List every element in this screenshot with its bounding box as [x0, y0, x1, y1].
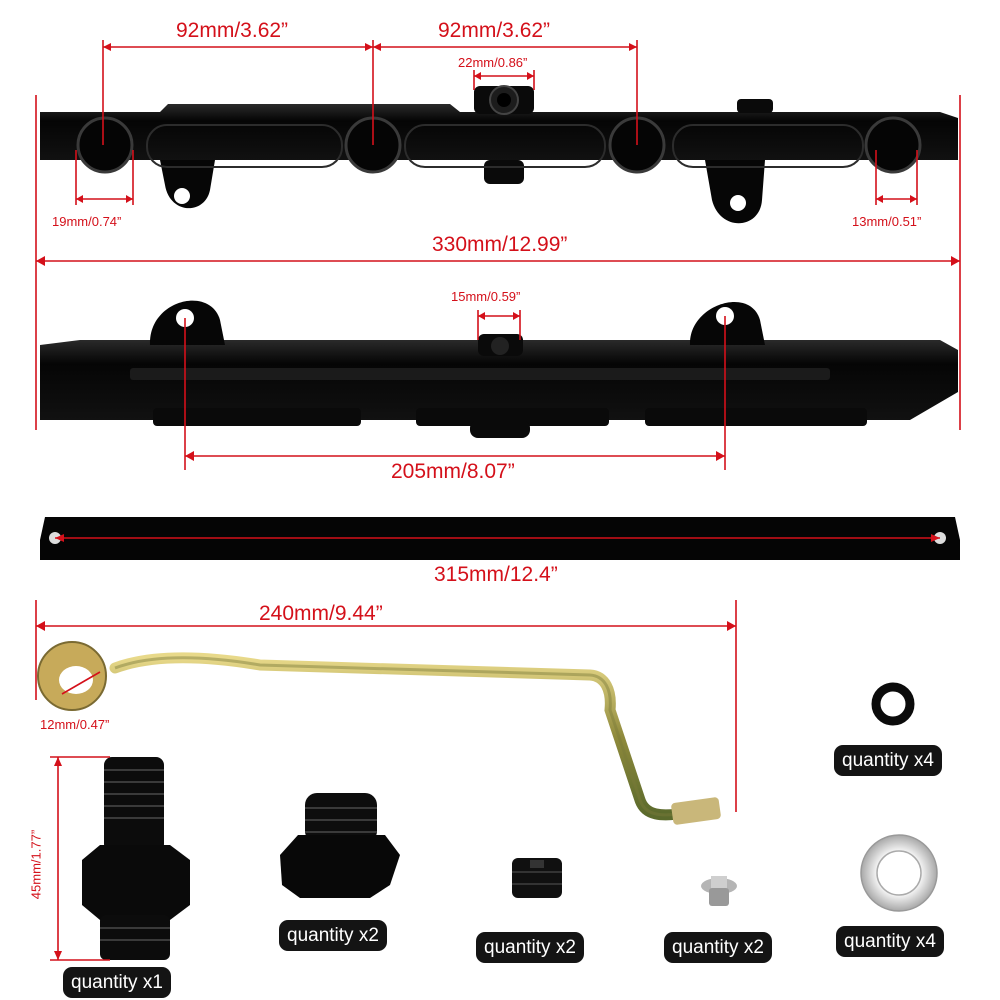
crush-washer	[860, 834, 938, 912]
hex-fitting	[82, 757, 190, 960]
feed-line	[37, 641, 721, 825]
quantity-badge-screw: quantity x2	[664, 932, 772, 963]
quantity-badge-oring: quantity x4	[834, 745, 942, 776]
quantity-badge-washer: quantity x4	[836, 926, 944, 957]
small-screw	[701, 876, 737, 906]
dim-rail-length: 330mm/12.99”	[432, 233, 568, 256]
fuel-rail-top-view	[40, 85, 958, 224]
dim-fitting-height: 45mm/1.77”	[28, 829, 44, 900]
hex-plug	[280, 793, 400, 898]
dim-line-length: 240mm/9.44”	[259, 602, 383, 625]
o-ring	[871, 682, 915, 726]
dim-bar-length: 315mm/12.4”	[434, 563, 558, 586]
fuel-rail-side-view	[40, 300, 958, 438]
dim-mount-spacing: 205mm/8.07”	[391, 460, 515, 483]
dim-top-port: 15mm/0.59”	[451, 289, 521, 304]
dim-spacing-right: 92mm/3.62”	[438, 19, 551, 42]
dim-spacing-left: 92mm/3.62”	[176, 19, 289, 42]
dim-banjo-hole: 12mm/0.47”	[40, 717, 110, 732]
quantity-badge-plug-large: quantity x2	[279, 920, 387, 951]
quantity-badge-set-screw: quantity x2	[476, 932, 584, 963]
dim-center-port: 22mm/0.86”	[458, 55, 528, 70]
dim-port-left: 19mm/0.74”	[52, 214, 122, 229]
dim-port-right: 13mm/0.51”	[852, 214, 922, 229]
set-screw	[512, 858, 562, 898]
dimension-arrows	[36, 43, 960, 960]
dimension-lines	[35, 40, 961, 961]
quantity-badge-fitting: quantity x1	[63, 967, 171, 998]
